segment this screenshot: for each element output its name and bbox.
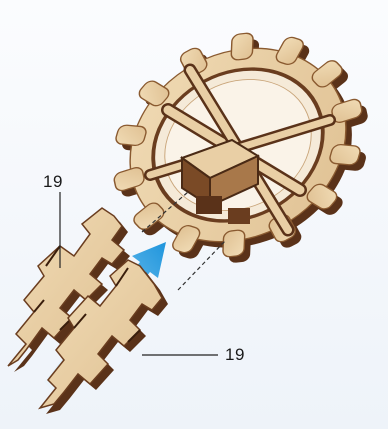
gear-tooth (328, 144, 361, 165)
gear-tooth (231, 33, 253, 61)
callout-part-number: 19 (225, 345, 245, 365)
gear-tooth (223, 229, 245, 257)
callout-part-number: 19 (43, 172, 63, 192)
gear-tooth (114, 125, 147, 146)
